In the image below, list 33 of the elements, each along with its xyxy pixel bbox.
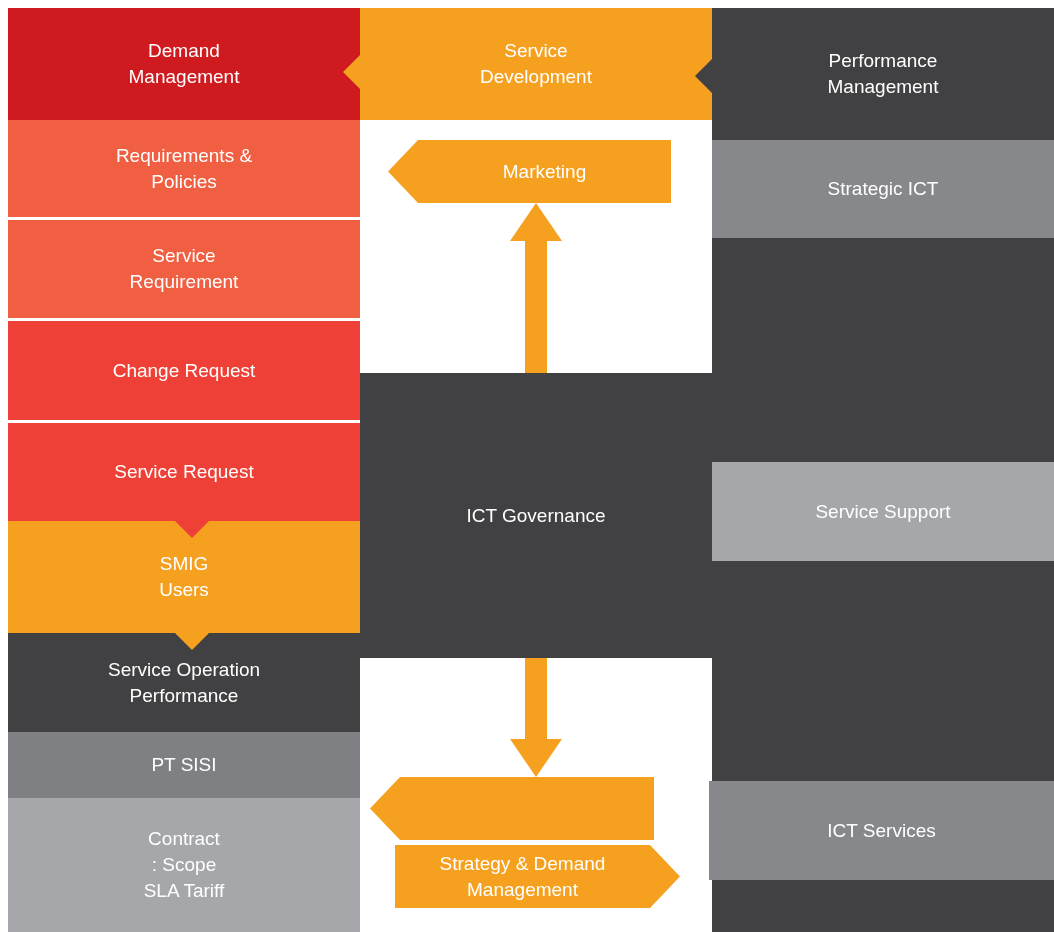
node-label: Change Request	[112, 358, 256, 383]
process-box	[8, 732, 360, 798]
node-label: Performance Management	[826, 49, 940, 99]
process-box	[8, 798, 360, 932]
process-box	[8, 423, 360, 521]
process-box	[8, 120, 360, 217]
node-label: Strategic ICT	[827, 177, 939, 201]
arrow	[510, 203, 562, 373]
node-label: Service Requirement	[128, 244, 240, 294]
node-label: ICT Governance	[466, 503, 606, 528]
process-box	[8, 220, 360, 318]
process-box	[8, 521, 360, 633]
node-label: PT SISI	[151, 753, 217, 777]
process-box	[8, 8, 360, 120]
node-label: SMIG Users	[158, 552, 210, 602]
node-label: Service Request	[114, 460, 254, 484]
node-label: Service Operation Performance	[106, 657, 262, 708]
process-box	[712, 140, 1054, 238]
arrow	[510, 658, 562, 777]
node-label: Service Development	[479, 39, 593, 89]
process-box	[712, 462, 1054, 561]
node-label: Requirements & Policies	[114, 143, 254, 194]
node-label: Service Support	[815, 499, 951, 524]
node-label: Marketing	[502, 159, 587, 184]
process-box	[709, 781, 1054, 880]
process-box	[8, 321, 360, 420]
process-box	[360, 373, 712, 658]
process-box	[8, 633, 360, 732]
process-box	[360, 8, 712, 120]
node-label: ICT Services	[827, 818, 936, 843]
node-label: Strategy & Demand Management	[438, 851, 607, 902]
node-label: Demand Management	[127, 39, 241, 89]
node-label: Contract : Scope SLA Tariff	[143, 827, 225, 903]
